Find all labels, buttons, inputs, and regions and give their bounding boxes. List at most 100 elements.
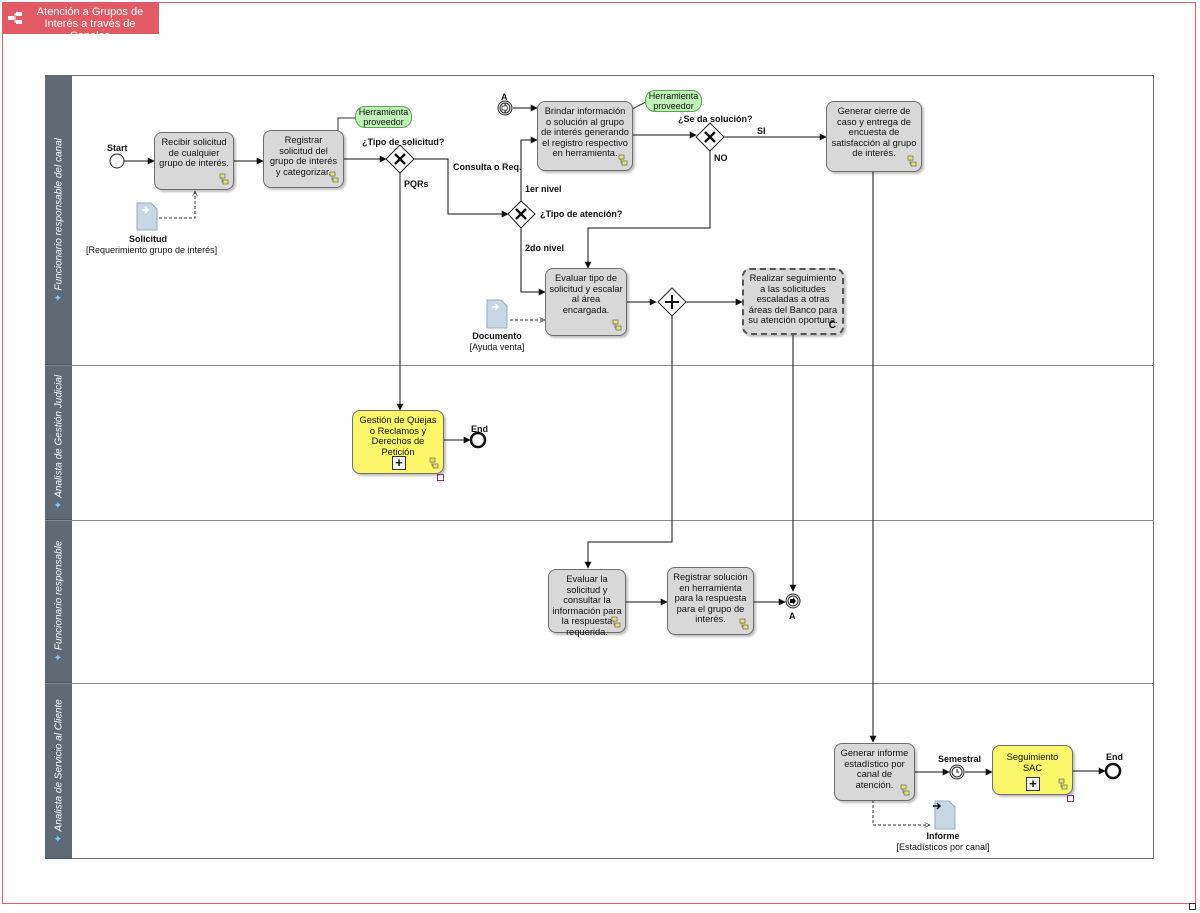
manual-task-icon (618, 154, 628, 166)
task-label: Realizar seguimiento a las solicitudes e… (748, 273, 838, 325)
expand-subprocess-icon[interactable]: + (392, 456, 406, 470)
task-label: Generar informe estadístico por canal de… (840, 748, 909, 790)
data-object-state: [Requerimiento grupo de interés] (86, 245, 218, 255)
task-label: Brindar información o solución al grupo … (541, 106, 629, 158)
process-icon (8, 12, 22, 24)
document-icon-documento (486, 299, 508, 329)
document-icon-informe (933, 800, 956, 830)
link-marker-icon[interactable] (1067, 795, 1074, 802)
gateway-tipo-atencion (507, 200, 536, 229)
task-generar-informe[interactable]: Generar informe estadístico por canal de… (834, 743, 915, 801)
task-recibir-solicitud[interactable]: Recibir solicitud de cualquier grupo de … (154, 132, 234, 190)
manual-task-icon (900, 784, 910, 796)
flow-label-pqrs: PQRs (404, 179, 429, 189)
manual-task-icon (739, 618, 749, 630)
flow-segundo-nivel (520, 228, 546, 296)
task-label: Registrar solución en herramienta para l… (673, 572, 748, 624)
document-icon-solicitud (136, 202, 158, 231)
start-label: Start (107, 143, 128, 153)
gateway-tipo-solicitud (385, 144, 415, 174)
data-object-name: Informe (926, 831, 960, 841)
flow-consulta (414, 158, 509, 218)
task-evaluar-tipo[interactable]: Evaluar tipo de solicitud y escalar al á… (545, 268, 627, 336)
manual-task-icon (429, 457, 439, 469)
assoc-informe (872, 800, 930, 825)
link-marker-icon[interactable] (437, 474, 444, 481)
manual-task-icon (219, 173, 229, 185)
annotation-link-1 (337, 117, 356, 133)
data-object-name: Documento (472, 331, 522, 341)
subprocess-seguimiento-sac[interactable]: Seguimiento SAC + (992, 745, 1073, 795)
end-event-quejas (469, 431, 487, 449)
data-object-informe[interactable]: Informe [Estadísticos por canal] (888, 831, 998, 853)
gateway-label: ¿Tipo de solicitud? (362, 137, 445, 147)
lane-header-funcionario-responsable[interactable]: ✦Funcionario responsable (45, 520, 72, 683)
lane-header-servicio-cliente[interactable]: ✦Analista de Servicio al Cliente (45, 683, 72, 859)
task-evaluar-solicitud[interactable]: Evaluar la solicitud y consultar la info… (548, 569, 626, 637)
data-object-state: [Estadísticos por canal] (896, 842, 990, 852)
manual-task-icon (1058, 778, 1068, 790)
task-label: Evaluar la solicitud y consultar la info… (552, 574, 622, 637)
timer-event (949, 764, 965, 780)
manual-task-icon (612, 319, 622, 331)
link-label: A (501, 92, 508, 102)
task-generar-cierre[interactable]: Generar cierre de caso y entrega de encu… (826, 101, 922, 172)
lane-divider (45, 365, 1154, 366)
task-label: Registrar solicitud del grupo de interés… (269, 135, 338, 177)
gateway-parallel (657, 287, 687, 317)
compensation-marker: C (828, 320, 836, 331)
flow-label-no: NO (714, 153, 728, 163)
end-label: End (1106, 752, 1123, 762)
subprocess-gestion-quejas[interactable]: Gestión de Quejas o Reclamos y Derechos … (352, 410, 444, 474)
resize-handle-icon[interactable] (1189, 903, 1196, 910)
expand-subprocess-icon[interactable]: + (1026, 777, 1040, 791)
assoc-solicitud (159, 191, 195, 219)
lane-divider (45, 520, 1154, 521)
process-title-tab[interactable]: Atención a Grupos de Interés a través de… (2, 2, 159, 42)
task-label: Seguimiento SAC (1006, 752, 1059, 773)
gateway-label: ¿Tipo de atención? (540, 209, 623, 219)
annotation-herramienta[interactable]: Herramienta proveedor (355, 106, 412, 128)
end-event-sac (1104, 762, 1122, 780)
process-title: Atención a Grupos de Interés a través de… (36, 6, 144, 42)
task-label: Recibir solicitud de cualquier grupo de … (159, 137, 229, 168)
end-label: End (471, 424, 488, 434)
lane-header-gestion-judicial[interactable]: ✦Analista de Gestión Judicial (45, 365, 72, 520)
data-object-solicitud[interactable]: Solicitud [Requerimiento grupo de interé… (86, 234, 217, 256)
data-object-documento[interactable]: Documento [Ayuda venta] (457, 331, 537, 353)
gateway-label: ¿Se da solución? (678, 114, 753, 124)
lane-header-funcionario-canal[interactable]: ✦Funcionario responsable del canal (45, 75, 72, 365)
manual-task-icon (907, 155, 917, 167)
link-catch-event (497, 100, 513, 116)
start-event (109, 153, 125, 169)
annotation-herramienta[interactable]: Herramienta proveedor (645, 90, 702, 112)
manual-task-icon (611, 616, 621, 628)
task-brindar-informacion[interactable]: Brindar información o solución al grupo … (537, 101, 633, 171)
task-label: Gestión de Quejas o Reclamos y Derechos … (359, 415, 437, 457)
flow-label-1er-nivel: 1er nivel (525, 184, 562, 194)
task-registrar-solicitud[interactable]: Registrar solicitud del grupo de interés… (263, 130, 344, 188)
task-realizar-seguimiento[interactable]: Realizar seguimiento a las solicitudes e… (742, 268, 844, 335)
flow-label-si: SI (757, 126, 766, 136)
link-label: A (789, 611, 796, 621)
task-label: Generar cierre de caso y entrega de encu… (831, 106, 917, 158)
flow-parallel-evaluar (584, 316, 673, 569)
flow-primer-nivel (520, 136, 538, 201)
lane-divider (45, 683, 1154, 684)
manual-task-icon (329, 171, 339, 183)
flow-label-consulta: Consulta o Req. (453, 162, 522, 172)
link-throw-event (785, 593, 801, 609)
task-label: Evaluar tipo de solicitud y escalar al á… (549, 273, 623, 315)
timer-label: Semestral (938, 754, 982, 764)
flow-label-2do-nivel: 2do nivel (525, 243, 565, 253)
data-object-state: [Ayuda venta] (469, 342, 525, 352)
task-registrar-solucion[interactable]: Registrar solución en herramienta para l… (667, 567, 754, 635)
flow-no (584, 151, 711, 269)
data-object-name: Solicitud (129, 234, 167, 244)
gateway-se-da-solucion (695, 122, 725, 152)
